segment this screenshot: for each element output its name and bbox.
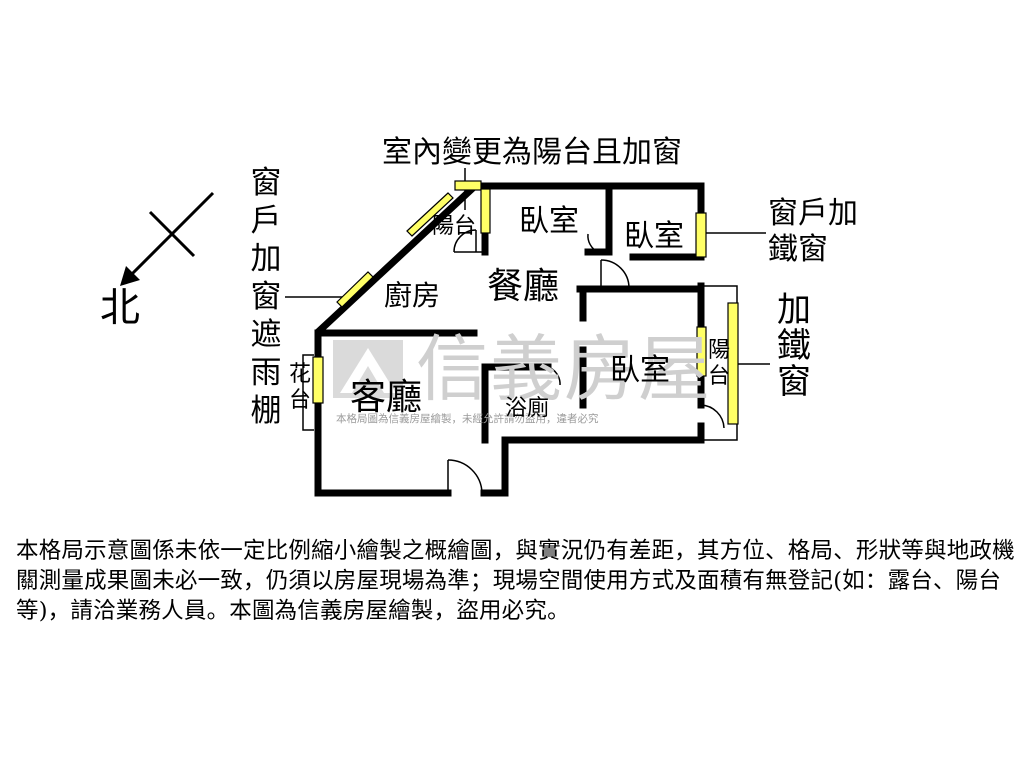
north-arrow-icon <box>120 191 215 286</box>
doors <box>447 229 725 494</box>
window-living-west <box>312 356 324 404</box>
disclaimer-text: 本格局示意圖係未依一定比例縮小繪製之概繪圖，與實況仍有差距，其方位、格局、形狀等… <box>16 538 1015 624</box>
room-balcony-north: 陽台 <box>432 214 477 239</box>
annotation-window-iron-grille-top: 窗戶加鐵窗 <box>768 196 858 267</box>
window-top-balcony-2 <box>480 188 491 234</box>
room-bathroom: 浴廁 <box>505 396 550 421</box>
windows <box>312 180 739 425</box>
window-kitchen-diag-1 <box>406 192 454 237</box>
window-iron-bars <box>727 302 739 425</box>
room-bedroom-3: 臥室 <box>610 353 670 388</box>
annotation-iron-grille: 加鐵窗 <box>777 290 811 402</box>
annotation-flower-box: 花台 <box>288 362 311 413</box>
room-living: 客廳 <box>350 377 423 418</box>
room-bedroom-2: 臥室 <box>624 219 684 254</box>
room-bedroom-1: 臥室 <box>519 204 579 239</box>
north-label: 北 <box>100 285 140 331</box>
window-top-balcony-1 <box>454 180 482 191</box>
window-balcony-east <box>696 326 707 377</box>
room-dining: 餐廳 <box>487 266 560 307</box>
window-bedroom2-east <box>695 212 707 258</box>
watermark-notice: 本格局圖為信義房屋繪製，未經允許請勿盜用，違者必究 <box>336 413 599 425</box>
annotation-balcony-window: 室內變更為陽台且加窗 <box>382 135 682 170</box>
watermark-brand: 信義房屋 <box>416 327 713 411</box>
room-kitchen: 廚房 <box>384 279 441 312</box>
room-balcony-east: 陽台 <box>707 338 730 389</box>
window-kitchen-diag-2 <box>336 271 374 308</box>
watermark-logo-icon <box>333 340 403 398</box>
annotation-window-awning: 窗戶加窗遮雨棚 <box>250 165 282 429</box>
